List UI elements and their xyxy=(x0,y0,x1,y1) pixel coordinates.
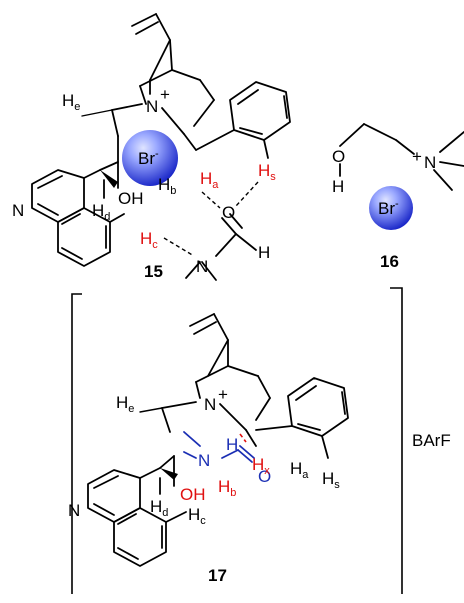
label-oh-17: OH xyxy=(180,485,206,504)
label-o-16: O xyxy=(332,147,345,166)
compound-16-structure xyxy=(339,123,464,191)
label-oh-15: OH xyxy=(118,189,144,208)
label-o-blue-17: O xyxy=(258,467,271,486)
label-hs-15: Hs xyxy=(258,161,276,183)
label-hx-17: Hx xyxy=(252,455,270,477)
right-bracket xyxy=(390,287,403,594)
label-br-15: Br- xyxy=(138,148,159,168)
left-bracket xyxy=(71,293,82,594)
label-o-dmf-15: O xyxy=(222,203,235,222)
label-n-quinoline-15: N xyxy=(12,201,24,220)
label-h-blue-17: H xyxy=(226,435,238,454)
label-n-blue-17: N xyxy=(198,451,210,470)
label-hb-15: Hb xyxy=(158,175,176,197)
label-h-16: H xyxy=(332,177,344,196)
compound-label-16: 16 xyxy=(380,252,399,271)
label-hd-17: Hd xyxy=(150,497,168,519)
label-h-dmf-15: H xyxy=(258,243,270,262)
label-he-17: He xyxy=(116,393,134,415)
label-hs-17: Hs xyxy=(322,469,340,491)
label-ha-15: Ha xyxy=(200,169,219,191)
label-ha-17: Ha xyxy=(290,459,309,481)
compound-label-17: 17 xyxy=(208,566,227,585)
label-n-dmf-15: N xyxy=(196,257,208,276)
bromide-sphere-15 xyxy=(122,130,178,186)
counterion-barf: BArF xyxy=(412,431,451,450)
label-hc-15: Hc xyxy=(140,229,158,251)
label-n-16: N xyxy=(424,153,436,172)
label-he-15: He xyxy=(62,91,80,113)
label-n-quinoline-17: N xyxy=(68,501,80,520)
label-plus-15: + xyxy=(160,85,170,104)
bromide-sphere-16 xyxy=(369,186,413,230)
compound-17-structure xyxy=(87,313,349,567)
dmf-fragment-17 xyxy=(183,431,255,463)
label-n-15: N xyxy=(146,97,158,116)
label-n-17: N xyxy=(204,395,216,414)
label-hc-17: Hc xyxy=(188,505,206,527)
compound-15-structure xyxy=(31,13,291,281)
label-hd-15: Hd xyxy=(92,201,110,223)
label-br-16: Br- xyxy=(378,198,399,218)
label-plus-17: + xyxy=(218,385,228,404)
compound-label-15: 15 xyxy=(144,262,163,281)
label-plus-16: + xyxy=(412,147,422,166)
label-hb-17: Hb xyxy=(218,477,236,499)
